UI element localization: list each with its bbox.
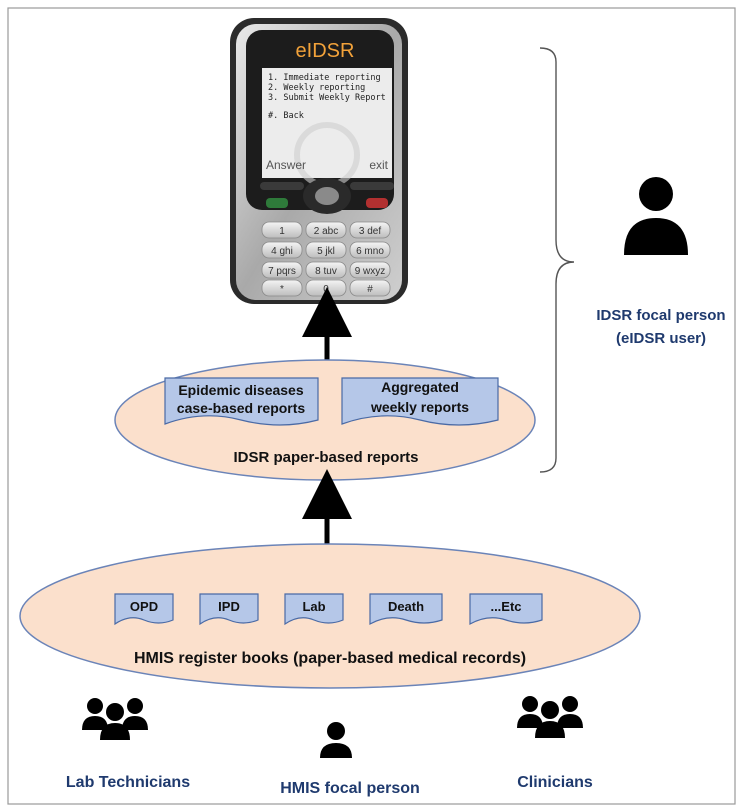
hmis-doc-label: ...Etc	[490, 599, 521, 614]
phone-brand-label: eIDSR	[296, 40, 355, 62]
focal-person-brace	[539, 47, 575, 473]
softkey-right	[350, 182, 394, 190]
focal-person-subtitle: (eIDSR user)	[616, 330, 706, 347]
phone-key-label: 3 def	[359, 226, 381, 237]
phone-key-label: 1	[279, 226, 285, 237]
phone-key-9	[349, 261, 391, 279]
focal-person-icon	[624, 177, 688, 255]
doc-aggregated-line2: weekly reports	[370, 399, 469, 415]
phone-menu-item-1: 1. Immediate reporting	[268, 73, 381, 83]
phone-key-4	[261, 241, 303, 259]
phone-key-label: 2 abc	[314, 226, 338, 237]
idsr-reports-label: IDSR paper-based reports	[233, 449, 418, 466]
clinicians-label: Clinicians	[517, 774, 593, 791]
call-key	[266, 198, 288, 208]
hmis-doc-lab	[284, 593, 344, 626]
doc-aggregated-line1: Aggregated	[381, 379, 459, 395]
hmis-doc-label: Death	[388, 599, 424, 614]
phone-key-label: 7 pqrs	[268, 266, 296, 277]
softkey-right-label: exit	[369, 158, 388, 172]
hmis-doc-label: Lab	[302, 599, 325, 614]
hmis-doc-label: OPD	[130, 599, 158, 614]
doc-aggregated-weekly	[341, 377, 499, 426]
phone-key-label: 5 jkl	[317, 246, 335, 257]
phone-key-label: 9 wxyz	[355, 266, 386, 277]
phone-key-7	[261, 261, 303, 279]
doc-epidemic-line2: case-based reports	[177, 400, 306, 416]
nav-center-key	[315, 187, 339, 205]
phone-menu-back: #. Back	[268, 111, 304, 121]
hmis-doc-label: IPD	[218, 599, 240, 614]
softkey-left-label: Answer	[266, 158, 306, 172]
phone-menu-item-2: 2. Weekly reporting	[268, 83, 365, 93]
phone-key-3	[349, 221, 391, 239]
phone-illustration: eIDSR 1. Immediate reporting 2. Weekly r…	[230, 18, 408, 304]
hmis-doc-etc	[469, 593, 543, 626]
phone-key-label: 8 tuv	[315, 266, 337, 277]
phone-menu-item-3: 3. Submit Weekly Report	[268, 93, 386, 103]
hmis-doc-opd	[114, 593, 174, 626]
phone-key-6	[349, 241, 391, 259]
hmis-doc-ipd	[199, 593, 259, 626]
phone-key-label: 4 ghi	[271, 246, 293, 257]
hmis-documents: OPD IPD Lab Death ...Etc	[114, 593, 543, 626]
hmis-focal-person-label: HMIS focal person	[280, 780, 420, 797]
end-key	[366, 198, 388, 208]
phone-key-5	[305, 241, 347, 259]
phone-key-label: *	[280, 284, 284, 295]
phone-key-label: 0	[323, 284, 329, 295]
focal-person-title: IDSR focal person	[596, 307, 725, 324]
clinicians-icon	[517, 696, 583, 738]
hmis-focal-person-icon	[320, 722, 352, 758]
phone-key-8	[305, 261, 347, 279]
doc-epidemic-case-based	[164, 377, 319, 426]
softkey-left	[260, 182, 304, 190]
lab-technicians-label: Lab Technicians	[66, 774, 190, 791]
phone-key-label: 6 mno	[356, 246, 384, 257]
phone-key-label: #	[367, 284, 373, 295]
phone-keypad: 1 2 abc 3 def 4 ghi 5 jkl 6 mno 7 pqrs 8 tuv 9 w…	[261, 221, 391, 297]
hmis-label: HMIS register books (paper-based medical…	[134, 650, 526, 667]
phone-key-1	[261, 221, 303, 239]
doc-epidemic-line1: Epidemic diseases	[178, 382, 304, 398]
lab-technicians-icon	[82, 698, 148, 740]
phone-key-2	[305, 221, 347, 239]
hmis-doc-death	[369, 593, 443, 626]
